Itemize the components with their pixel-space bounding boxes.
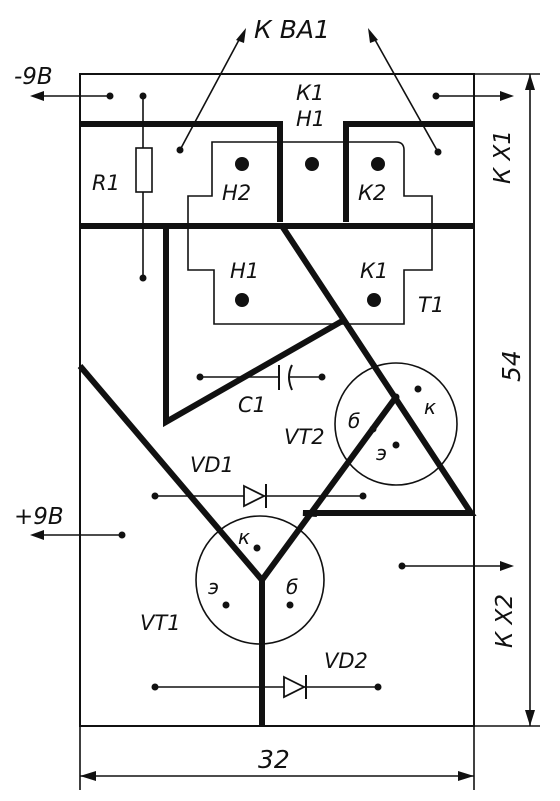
pad [286,601,294,609]
label-minus-9v: -9В [14,64,53,90]
label-vt1-emitter: э [208,575,219,599]
pad [369,425,377,433]
resistor-r1 [135,96,153,278]
pad-k2 [371,157,385,171]
vt2-transistor-body [334,362,458,486]
pad-k1-lower [367,293,381,307]
label-vt2: VТ2 [284,425,325,449]
pad-h2 [235,157,249,171]
label-to-x1: К Х1 [490,130,516,184]
pad [392,441,400,449]
label-vt2-collector: к [424,395,436,419]
label-r1: R1 [92,171,120,195]
label-plus-9v: +9В [14,504,64,530]
label-vd1: VD1 [190,453,234,477]
label-vt2-emitter: э [376,441,387,465]
transformer-outline [187,141,433,325]
label-h2: Н2 [222,181,251,205]
label-vd2: VD2 [324,649,368,673]
label-k1-lower: К1 [360,259,388,283]
pad [139,92,147,100]
label-k1-top: К1 [296,81,324,105]
label-to-x2: К Х2 [492,594,518,648]
label-c1: С1 [238,393,266,417]
copper-traces [77,121,477,726]
label-to-ba1: К ВА1 [254,15,330,44]
lead-arrows [30,28,514,571]
diode-vd1 [155,484,363,508]
board-outline [79,73,475,727]
pad [151,492,159,500]
pad [196,373,204,381]
text-labels: К ВА1 -9В К1 Н1 К Х1 R1 Н2 К2 Н1 К1 Т1 С… [14,15,526,774]
pad [374,683,382,691]
vt1-transistor-body [195,515,325,645]
diode-vd2 [155,675,378,699]
pad [414,385,422,393]
pad [392,393,400,401]
label-k2: К2 [358,181,386,205]
label-dim-width: 32 [258,745,290,774]
pad [359,492,367,500]
dimension-lines [79,73,540,790]
label-t1: Т1 [418,293,444,317]
label-vt1-collector: к [238,525,250,549]
pad-h1-lower [235,293,249,307]
label-h1-lower: Н1 [230,259,259,283]
label-vt1-base: б [286,575,298,599]
pad-h1-top [305,157,319,171]
label-dim-height: 54 [497,350,526,382]
pad [151,683,159,691]
label-vt2-base: б [348,409,360,433]
pad [318,373,326,381]
pads [106,92,442,691]
label-h1-top: Н1 [296,107,325,131]
pad [253,544,261,552]
pad [139,274,147,282]
label-vt1: VТ1 [140,611,181,635]
capacitor-c1 [200,364,322,391]
pad [222,601,230,609]
